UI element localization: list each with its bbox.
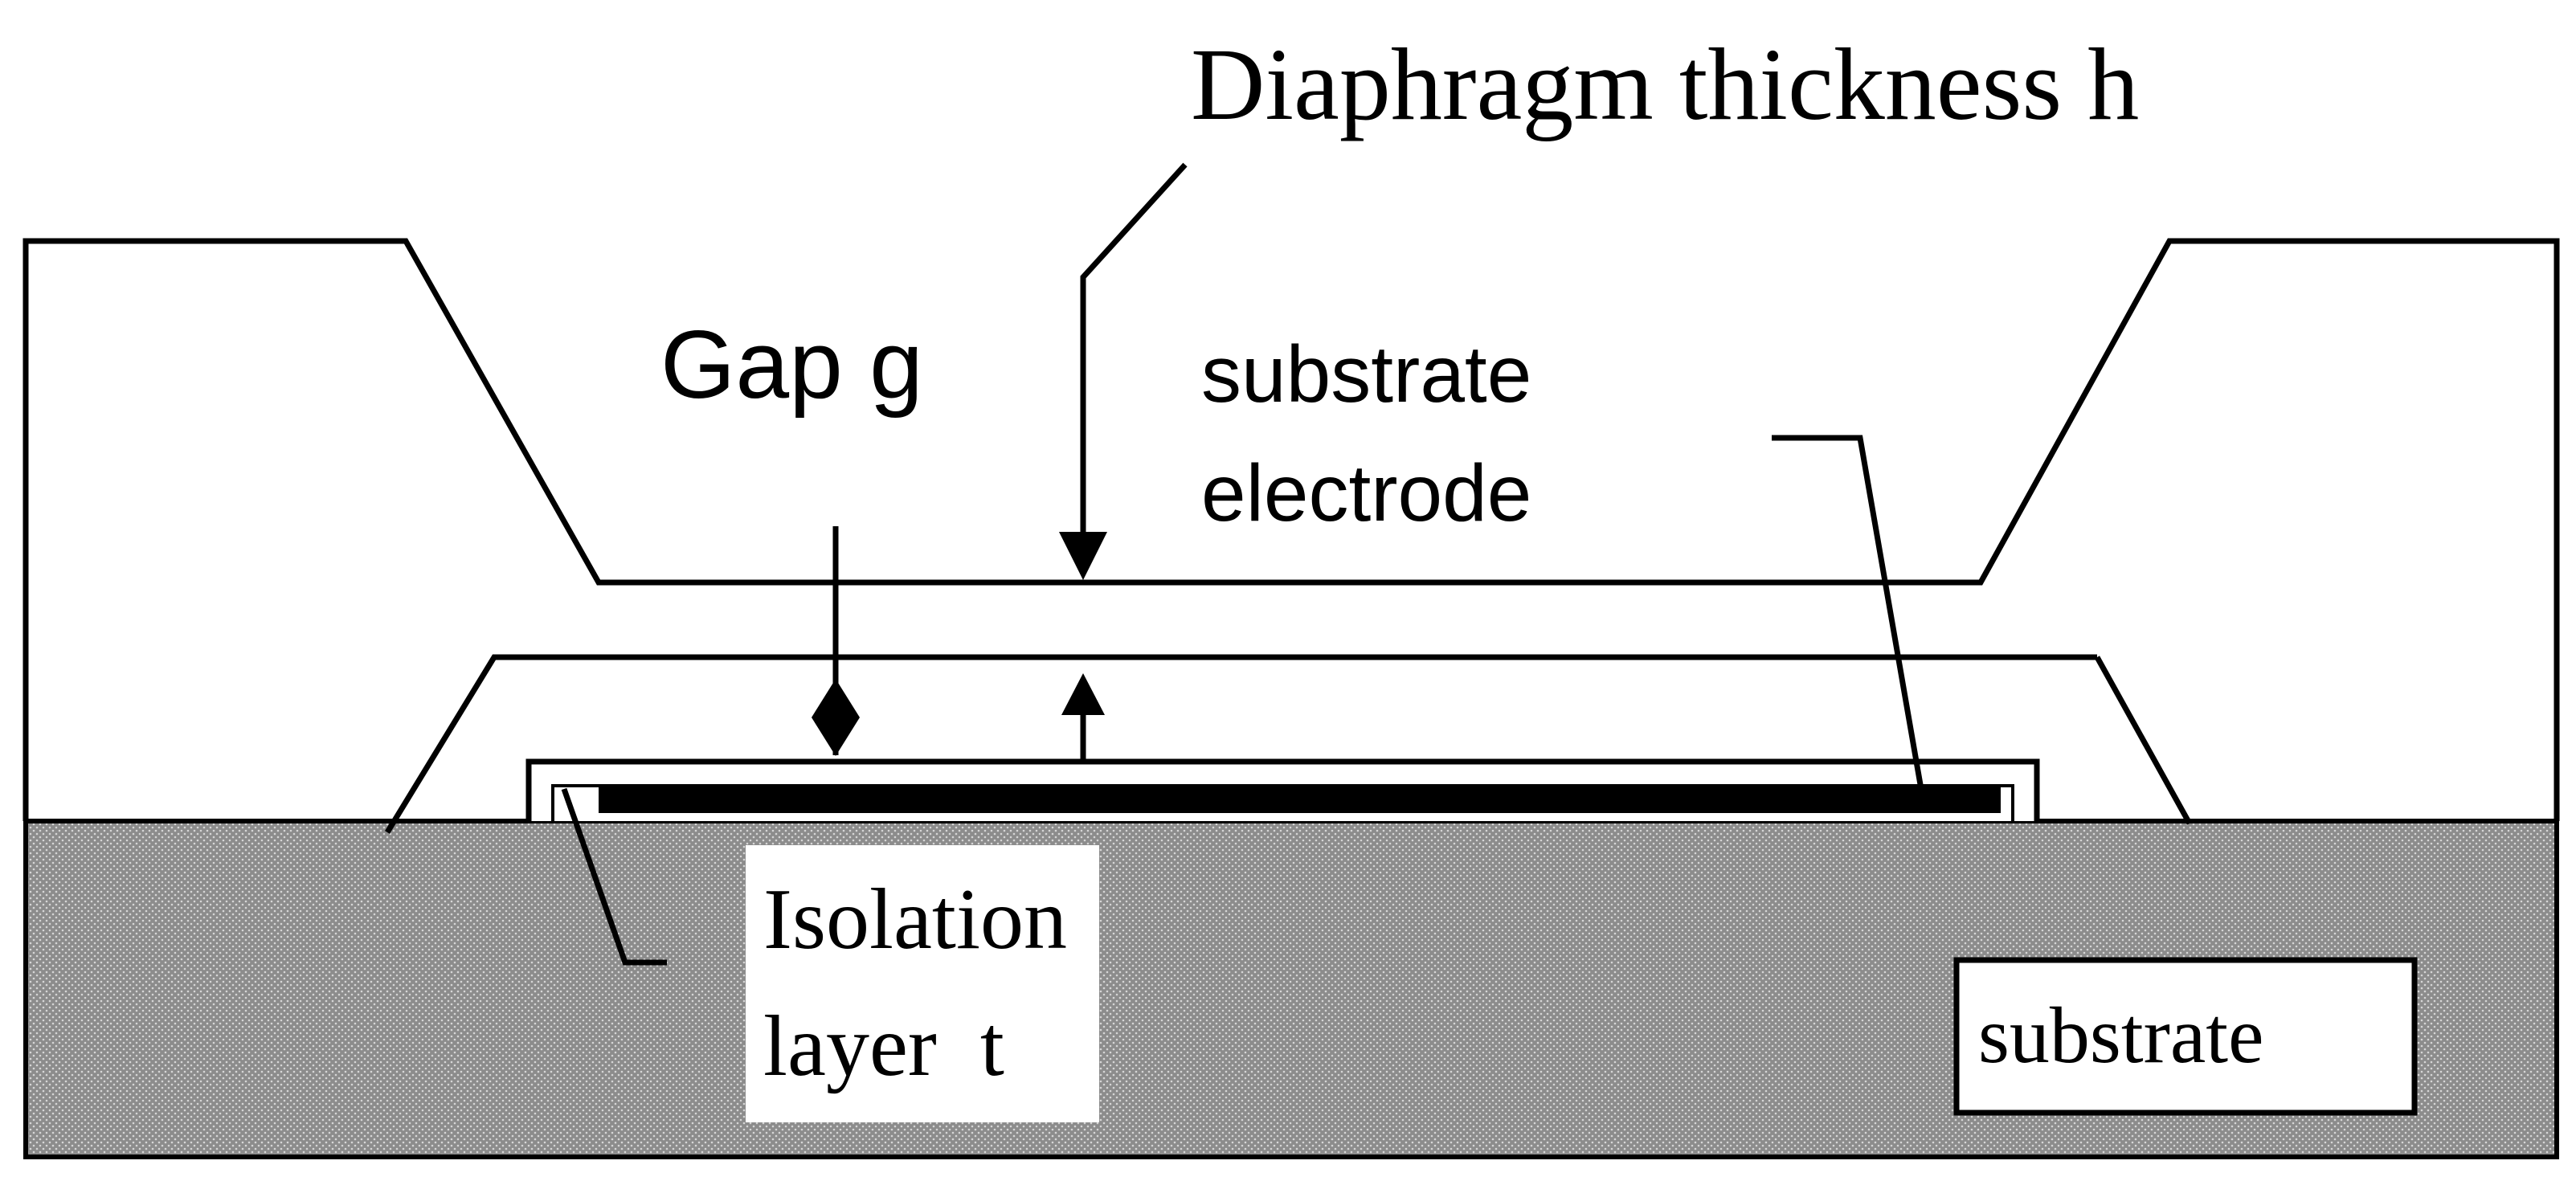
substrate-label: substrate (1978, 991, 2263, 1080)
substrate-electrode (599, 786, 2001, 813)
diaphragm-thickness-label: Diaphragm thickness h (1191, 27, 2139, 141)
electrode-leader-line (1772, 435, 1925, 795)
up-arrow-head-icon (1061, 673, 1105, 715)
top-wafer-outline (22, 238, 2560, 821)
isolation-label-line1: Isolation (763, 872, 1067, 967)
isolation-leader-line (561, 787, 667, 966)
substrate-label-box (1953, 957, 2418, 1116)
diaphragm-lower-surface (385, 654, 2097, 834)
diaphragm-lower-right-edge (2094, 656, 2193, 825)
substrate-electrode-label-line1: substrate (1201, 329, 1531, 419)
substrate-electrode-label-line2: electrode (1201, 448, 1531, 538)
isolation-label-line2: layer t (763, 999, 1004, 1094)
thickness-arrow-head-icon (1059, 532, 1107, 580)
isolation-label-box (746, 845, 1099, 1122)
gap-diamond-icon (812, 679, 860, 756)
gap-label: Gap g (660, 311, 923, 419)
thickness-leader-line (1080, 162, 1188, 546)
